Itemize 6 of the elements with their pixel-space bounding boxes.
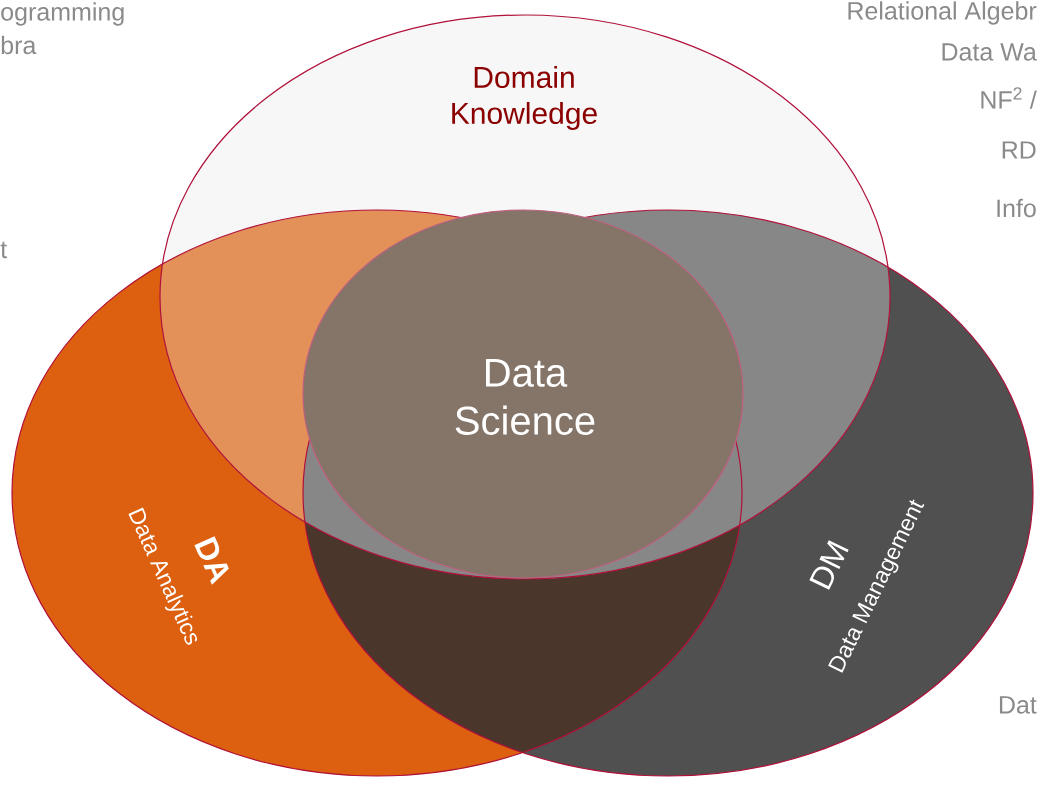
label: bra xyxy=(1,35,37,55)
label: NF$^{2}$ / xyxy=(981,87,1037,109)
label: Data Wa xyxy=(942,43,1037,61)
label: Dat xyxy=(999,696,1037,714)
label: RD xyxy=(1002,141,1036,159)
label: ogramming xyxy=(1,2,124,26)
